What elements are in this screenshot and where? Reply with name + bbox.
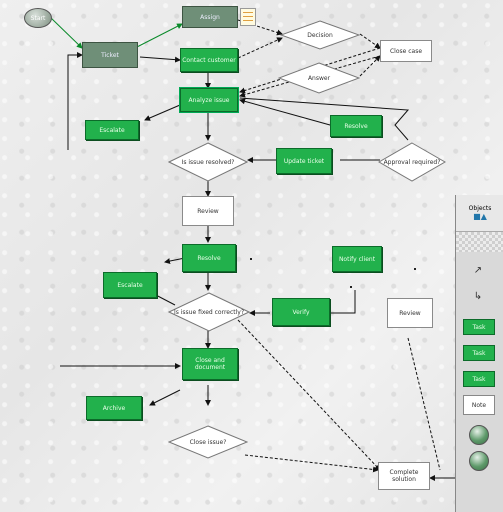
palette-task-1[interactable]: Task — [463, 319, 495, 335]
decision-2[interactable]: Answer — [278, 62, 360, 94]
decision-4-label: Approval required? — [383, 158, 441, 166]
task-escalate-2[interactable]: Escalate — [103, 272, 157, 298]
decision-1-label: Decision — [307, 31, 333, 39]
palette-note[interactable]: Note — [463, 395, 495, 415]
palette-title: Objects — [468, 205, 492, 212]
note-icon[interactable] — [240, 8, 256, 26]
task-assign[interactable]: Assign — [182, 6, 238, 28]
decision-4[interactable]: Approval required? — [378, 142, 446, 182]
task-resolve[interactable]: Resolve — [330, 115, 382, 137]
decision-3-label: Is issue resolved? — [181, 158, 235, 166]
start-event-icon[interactable] — [469, 425, 489, 445]
connector-1-2 — [134, 23, 183, 49]
task-update-ticket[interactable]: Update ticket — [276, 148, 332, 174]
task-contact-customer[interactable]: Contact customer — [180, 48, 238, 72]
end-event-icon[interactable] — [469, 451, 489, 471]
decision-3[interactable]: Is issue resolved? — [168, 142, 248, 182]
task-analyze-issue[interactable]: Analyze issue — [179, 87, 239, 113]
decision-2-label: Answer — [307, 74, 331, 82]
task-notify-client[interactable]: Notify client — [332, 246, 382, 272]
task-complete-solution[interactable]: Complete solution — [378, 462, 430, 490]
palette-swatch — [456, 232, 503, 252]
task-ticket[interactable]: Ticket — [82, 42, 138, 68]
decision-5-label: Is issue fixed correctly? — [173, 308, 245, 316]
decision-1[interactable]: Decision — [280, 20, 360, 50]
task-verify[interactable]: Verify — [272, 298, 330, 326]
connector-dot — [414, 268, 416, 270]
task-resolve-2[interactable]: Resolve — [182, 244, 236, 272]
decision-5[interactable]: Is issue fixed correctly? — [168, 292, 250, 332]
palette-header: Objects ■▲ — [456, 195, 503, 232]
task-review[interactable]: Review — [182, 196, 234, 226]
palette-icons[interactable]: ■▲ — [473, 212, 487, 221]
task-close-and-document[interactable]: Close and document — [182, 348, 238, 380]
palette-task-2[interactable]: Task — [463, 345, 495, 361]
connector-dot — [350, 286, 352, 288]
connector-tool-icon[interactable]: ↳ — [473, 291, 483, 302]
task-close-case[interactable]: Close case — [380, 40, 432, 62]
decision-6-label: Close issue? — [189, 438, 227, 446]
connector-dot — [250, 258, 252, 260]
start-node[interactable]: Start — [24, 8, 52, 28]
palette-task-3[interactable]: Task — [463, 371, 495, 387]
decision-6[interactable]: Close issue? — [168, 425, 248, 459]
task-escalate[interactable]: Escalate — [85, 120, 139, 140]
task-archive[interactable]: Archive — [86, 396, 142, 420]
task-review-2[interactable]: Review — [387, 298, 433, 328]
object-palette[interactable]: Objects ■▲ ↗ ↳ Task Task Task Note — [455, 195, 503, 512]
pointer-icon[interactable]: ↗ — [473, 265, 483, 276]
connector-start — [49, 16, 83, 49]
